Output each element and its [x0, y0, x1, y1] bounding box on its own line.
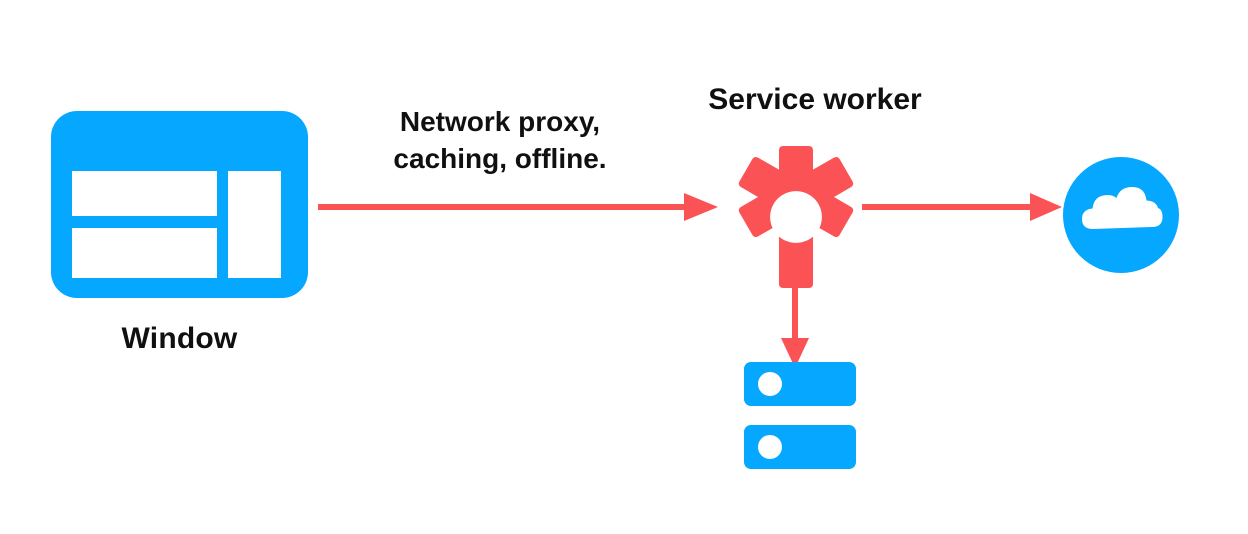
network-proxy-caption: Network proxy, caching, offline.: [330, 104, 670, 178]
database-icon-indicator-bottom: [758, 435, 782, 459]
service-worker-node[interactable]: [722, 143, 870, 291]
window-icon-bar-bottom: [72, 228, 217, 278]
arrow-window-to-service-worker: [318, 190, 718, 224]
caption-line-2: caching, offline.: [393, 142, 607, 174]
arrow-service-worker-to-storage: [778, 288, 812, 368]
window-icon-bar-side: [228, 171, 281, 278]
cloud-icon: [1082, 187, 1163, 229]
window-icon-bar-top: [72, 171, 217, 216]
window-icon: [51, 111, 308, 298]
database-icon-slab-bottom: [744, 425, 856, 469]
gear-icon: [738, 145, 854, 289]
database-icon-slab-top: [744, 362, 856, 406]
storage-node[interactable]: [744, 362, 856, 469]
window-node-label: Window: [121, 322, 238, 355]
window-node[interactable]: [51, 111, 308, 298]
arrow-service-worker-to-cloud: [862, 190, 1062, 224]
caption-line-1: Network proxy,: [399, 106, 601, 137]
cloud-node[interactable]: [1063, 157, 1179, 273]
database-icon-indicator-top: [758, 372, 782, 396]
service-worker-label: Service worker: [708, 83, 922, 116]
